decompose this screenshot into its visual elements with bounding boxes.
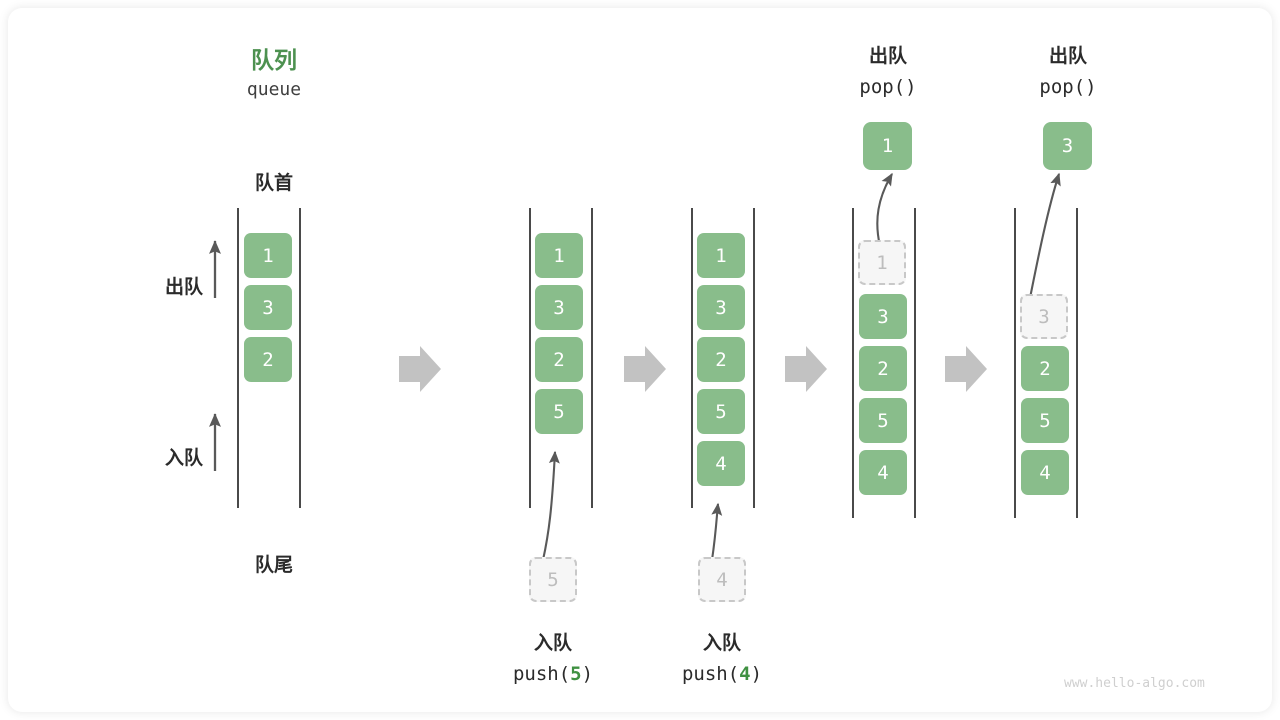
channel-wall-right <box>591 208 593 508</box>
queue-cell: 5 <box>859 398 907 443</box>
push-5-curve-arrow-icon <box>541 450 560 561</box>
push-4-caption-cn: 入队 <box>702 633 741 654</box>
watermark-url: www.hello-algo.com <box>1064 676 1205 691</box>
queue-cell-new: 4 <box>697 441 745 486</box>
push-4-curve-arrow-icon <box>710 502 723 561</box>
channel-wall-left <box>237 208 239 508</box>
queue-cell-new: 5 <box>535 389 583 434</box>
queue-cell: 1 <box>697 233 745 278</box>
dequeue-direction-label: 出队 <box>164 277 203 298</box>
channel-wall-right <box>914 208 916 518</box>
push-4-caption-code: push(4) <box>642 663 802 685</box>
channel-wall-left <box>1014 208 1016 518</box>
queue-cell: 1 <box>535 233 583 278</box>
flow-arrow-icon-1 <box>399 346 441 392</box>
channel-wall-right <box>1076 208 1078 518</box>
channel-wall-left <box>529 208 531 508</box>
pop-1-caption-cn: 出队 <box>868 46 907 67</box>
push-4-code-value: 4 <box>739 663 751 685</box>
queue-cell: 4 <box>859 450 907 495</box>
pop-1-caption-code: pop() <box>859 76 917 98</box>
queue-cell: 4 <box>1021 450 1069 495</box>
pop-3-curve-arrow-icon <box>1028 172 1061 299</box>
figure-title-en: queue <box>246 79 302 100</box>
channel-wall-left <box>852 208 854 518</box>
channel-wall-left <box>691 208 693 508</box>
queue-front-label: 队首 <box>254 173 293 194</box>
pop-1-curve-arrow-icon <box>876 172 893 247</box>
queue-cell: 1 <box>244 233 292 278</box>
push-5-caption-code: push(5) <box>473 663 633 685</box>
popped-cell: 3 <box>1043 122 1092 170</box>
push-4-code-suffix: ) <box>750 663 763 685</box>
queue-cell: 2 <box>535 337 583 382</box>
incoming-ghost-cell: 4 <box>698 557 746 602</box>
queue-cell: 3 <box>535 285 583 330</box>
incoming-ghost-cell: 5 <box>529 557 577 602</box>
push-5-code-value: 5 <box>570 663 582 685</box>
queue-cell: 3 <box>244 285 292 330</box>
queue-cell: 5 <box>1021 398 1069 443</box>
figure-title-cn: 队列 <box>251 47 297 73</box>
push-4-code-prefix: push( <box>681 663 740 685</box>
push-5-code-prefix: push( <box>512 663 571 685</box>
stage-flow-arrows-layer <box>399 346 987 392</box>
flow-arrow-icon-3 <box>785 346 827 392</box>
diagram-card: 队列 queue 队首 队尾 出队 入队 <box>8 8 1272 712</box>
channel-wall-right <box>753 208 755 508</box>
queue-cell: 2 <box>697 337 745 382</box>
queue-cell: 5 <box>697 389 745 434</box>
popped-cell: 1 <box>863 122 912 170</box>
channel-wall-right <box>299 208 301 508</box>
queue-cell: 2 <box>244 337 292 382</box>
queue-cell: 3 <box>859 294 907 339</box>
popped-ghost-cell: 3 <box>1020 294 1068 339</box>
popped-ghost-cell: 1 <box>858 240 906 285</box>
flow-arrow-icon-4 <box>945 346 987 392</box>
queue-cell: 3 <box>697 285 745 330</box>
queue-rear-label: 队尾 <box>254 555 293 576</box>
flow-arrow-icon-2 <box>624 346 666 392</box>
enqueue-direction-label: 入队 <box>164 448 203 469</box>
queue-cell: 2 <box>1021 346 1069 391</box>
direction-arrows-layer <box>209 172 1061 561</box>
queue-cell: 2 <box>859 346 907 391</box>
push-5-code-suffix: ) <box>581 663 594 685</box>
pop-3-caption-code: pop() <box>1039 76 1097 98</box>
push-5-caption-cn: 入队 <box>533 633 572 654</box>
pop-3-caption-cn: 出队 <box>1048 46 1087 67</box>
